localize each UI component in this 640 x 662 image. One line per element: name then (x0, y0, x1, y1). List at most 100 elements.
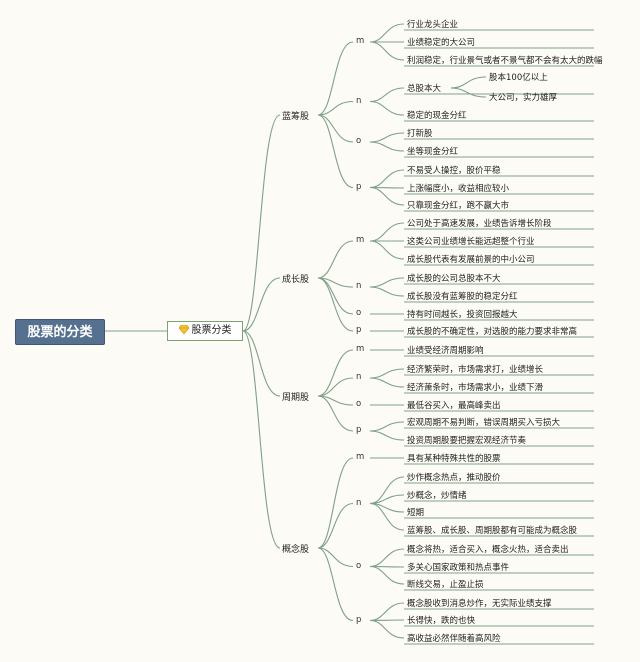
leaf-link-1-0-2 (369, 240, 405, 260)
leaf-item: 业绩受经济周期影响 (407, 346, 484, 356)
sub-link-0 (450, 76, 487, 89)
leaf-link-0-2-0 (369, 132, 405, 143)
leaf-item: 宏观周期不易判断，错误周期买入亏损大 (407, 418, 561, 428)
leaf-item: 断线交易，止盈止损 (407, 580, 484, 590)
leaf-link-0-0-0 (369, 23, 405, 43)
leaf-link-1-1-0 (369, 277, 405, 288)
hub-label: 股票分类 (191, 325, 232, 336)
category-3[interactable]: 概念股 (282, 545, 310, 555)
group-marker-o[interactable]: o (356, 399, 362, 409)
leaf-item: 概念将热，适合买入，概念火热，适合卖出 (407, 545, 569, 555)
diamond-icon (178, 323, 189, 341)
group-marker-m[interactable]: m (356, 36, 365, 46)
category-0[interactable]: 蓝筹股 (282, 112, 310, 122)
leaf-link-3-3-1 (369, 619, 405, 622)
group-marker-o[interactable]: o (356, 560, 362, 571)
leaf-item: 只靠现金分红，跑不赢大市 (407, 201, 510, 211)
leaf-link-0-1-1 (369, 100, 405, 116)
leaf-item: 长得快，跌的也快 (407, 616, 476, 626)
leaf-item: 成长股代表有发展前景的中小公司 (407, 255, 535, 265)
hub-link-0 (242, 114, 281, 332)
group-marker-n[interactable]: n (356, 372, 362, 382)
leaf-item: 最低谷买入，最高峰卖出 (407, 401, 501, 411)
leaf-item: 坐等现金分红 (407, 147, 459, 157)
leaf-link-1-1-1 (369, 286, 405, 297)
group-marker-n[interactable]: n (356, 281, 362, 291)
leaf-item: 利润稳定，行业景气或者不景气都不会有太大的跌幅 (407, 56, 603, 66)
leaf-item: 业绩稳定的大公司 (407, 38, 476, 48)
leaf-link-3-2-2 (369, 565, 405, 585)
category-2-group-link-0 (317, 349, 354, 397)
leaf-link-2-1-1 (369, 377, 405, 388)
leaf-item: 具有某种特殊共性的股票 (407, 454, 501, 464)
leaf-link-0-0-2 (369, 41, 405, 61)
leaf-link-0-1-0 (369, 87, 405, 103)
leaf-item: 炒作概念热点，推动股价 (407, 473, 501, 483)
leaf-item: 蓝筹股、成长股、周期股都有可能成为概念股 (407, 526, 578, 536)
leaf-item: 打新股 (407, 129, 433, 139)
hub-link-3 (242, 330, 281, 549)
leaf-item: 总股本大 (407, 84, 442, 94)
leaf-item: 高收益必然伴随着高风险 (407, 634, 501, 644)
leaf-link-3-1-0 (369, 476, 405, 505)
category-0-group-link-3 (317, 114, 354, 189)
leaf-link-3-2-0 (369, 548, 405, 568)
leaf-item: 短期 (407, 508, 425, 518)
leaf-item: 不易受人操控，股价平稳 (407, 166, 501, 176)
leaf-item: 经济萧条时，市场需求小，业绩下滑 (407, 383, 544, 393)
leaf-item: 经济繁荣时，市场需求打，业绩增长 (407, 365, 544, 375)
leaf-item: 公司处于高速发展，业绩告诉增长阶段 (407, 219, 552, 229)
sub-item: 股本100亿以上 (489, 73, 548, 83)
category-3-group-link-2 (317, 547, 354, 568)
leaf-item: 投资周期股要把握宏观经济节奏 (407, 436, 527, 446)
category-1-group-link-0 (317, 240, 354, 279)
leaf-item: 概念股收到消息炒作，无实际业绩支撑 (407, 599, 552, 609)
leaf-item: 行业龙头企业 (407, 20, 459, 30)
category-1[interactable]: 成长股 (282, 275, 310, 285)
group-marker-p[interactable]: p (356, 425, 362, 435)
group-marker-o[interactable]: o (356, 136, 362, 146)
leaf-link-2-1-0 (369, 368, 405, 379)
hub-link-2 (242, 330, 281, 397)
category-2-group-link-1 (317, 377, 354, 397)
root-node[interactable]: 股票的分类 (15, 319, 105, 345)
leaf-link-2-3-1 (369, 430, 405, 441)
sub-item: 大公司，实力雄厚 (489, 93, 558, 103)
leaf-link-0-3-0 (369, 169, 405, 189)
group-marker-n[interactable]: n (356, 95, 362, 106)
leaf-item: 持有时间越长，投资回报越大 (407, 310, 518, 320)
group-marker-p[interactable]: p (356, 614, 362, 625)
group-marker-p[interactable]: p (356, 181, 362, 192)
leaf-item: 成长股没有蓝筹股的稳定分红 (407, 292, 518, 302)
group-marker-m[interactable]: m (356, 344, 365, 354)
leaf-link-3-1-3 (369, 502, 405, 531)
hub-link-1 (242, 277, 281, 332)
category-3-group-link-1 (317, 502, 354, 549)
category-0-group-link-0 (317, 41, 354, 116)
group-marker-n[interactable]: n (356, 497, 362, 508)
category-2[interactable]: 周期股 (282, 393, 310, 403)
group-marker-m[interactable]: m (356, 452, 365, 462)
leaf-link-1-0-0 (369, 222, 405, 242)
category-3-group-link-3 (317, 547, 354, 622)
category-2-group-link-3 (317, 395, 354, 432)
sub-link-1 (450, 87, 487, 98)
leaf-item: 稳定的现金分红 (407, 111, 467, 121)
group-marker-p[interactable]: p (356, 325, 362, 335)
group-marker-m[interactable]: m (356, 235, 365, 245)
leaf-link-0-2-1 (369, 141, 405, 152)
category-0-group-link-1 (317, 100, 354, 116)
leaf-item: 炒概念，炒情绪 (407, 491, 467, 501)
category-3-group-link-0 (317, 457, 354, 549)
leaf-link-3-3-2 (369, 619, 405, 639)
leaf-item: 这类公司业绩增长能远超整个行业 (407, 237, 535, 247)
category-1-group-link-3 (317, 277, 354, 332)
leaf-item: 成长股的不确定性，对选股的能力要求非常高 (407, 327, 578, 337)
hub-node[interactable]: 股票分类 (167, 321, 243, 341)
leaf-link-0-3-2 (369, 186, 405, 206)
group-marker-o[interactable]: o (356, 308, 362, 318)
leaf-item: 成长股的公司总股本不大 (407, 274, 501, 284)
leaf-item: 上涨幅度小，收益相应较小 (407, 184, 510, 194)
